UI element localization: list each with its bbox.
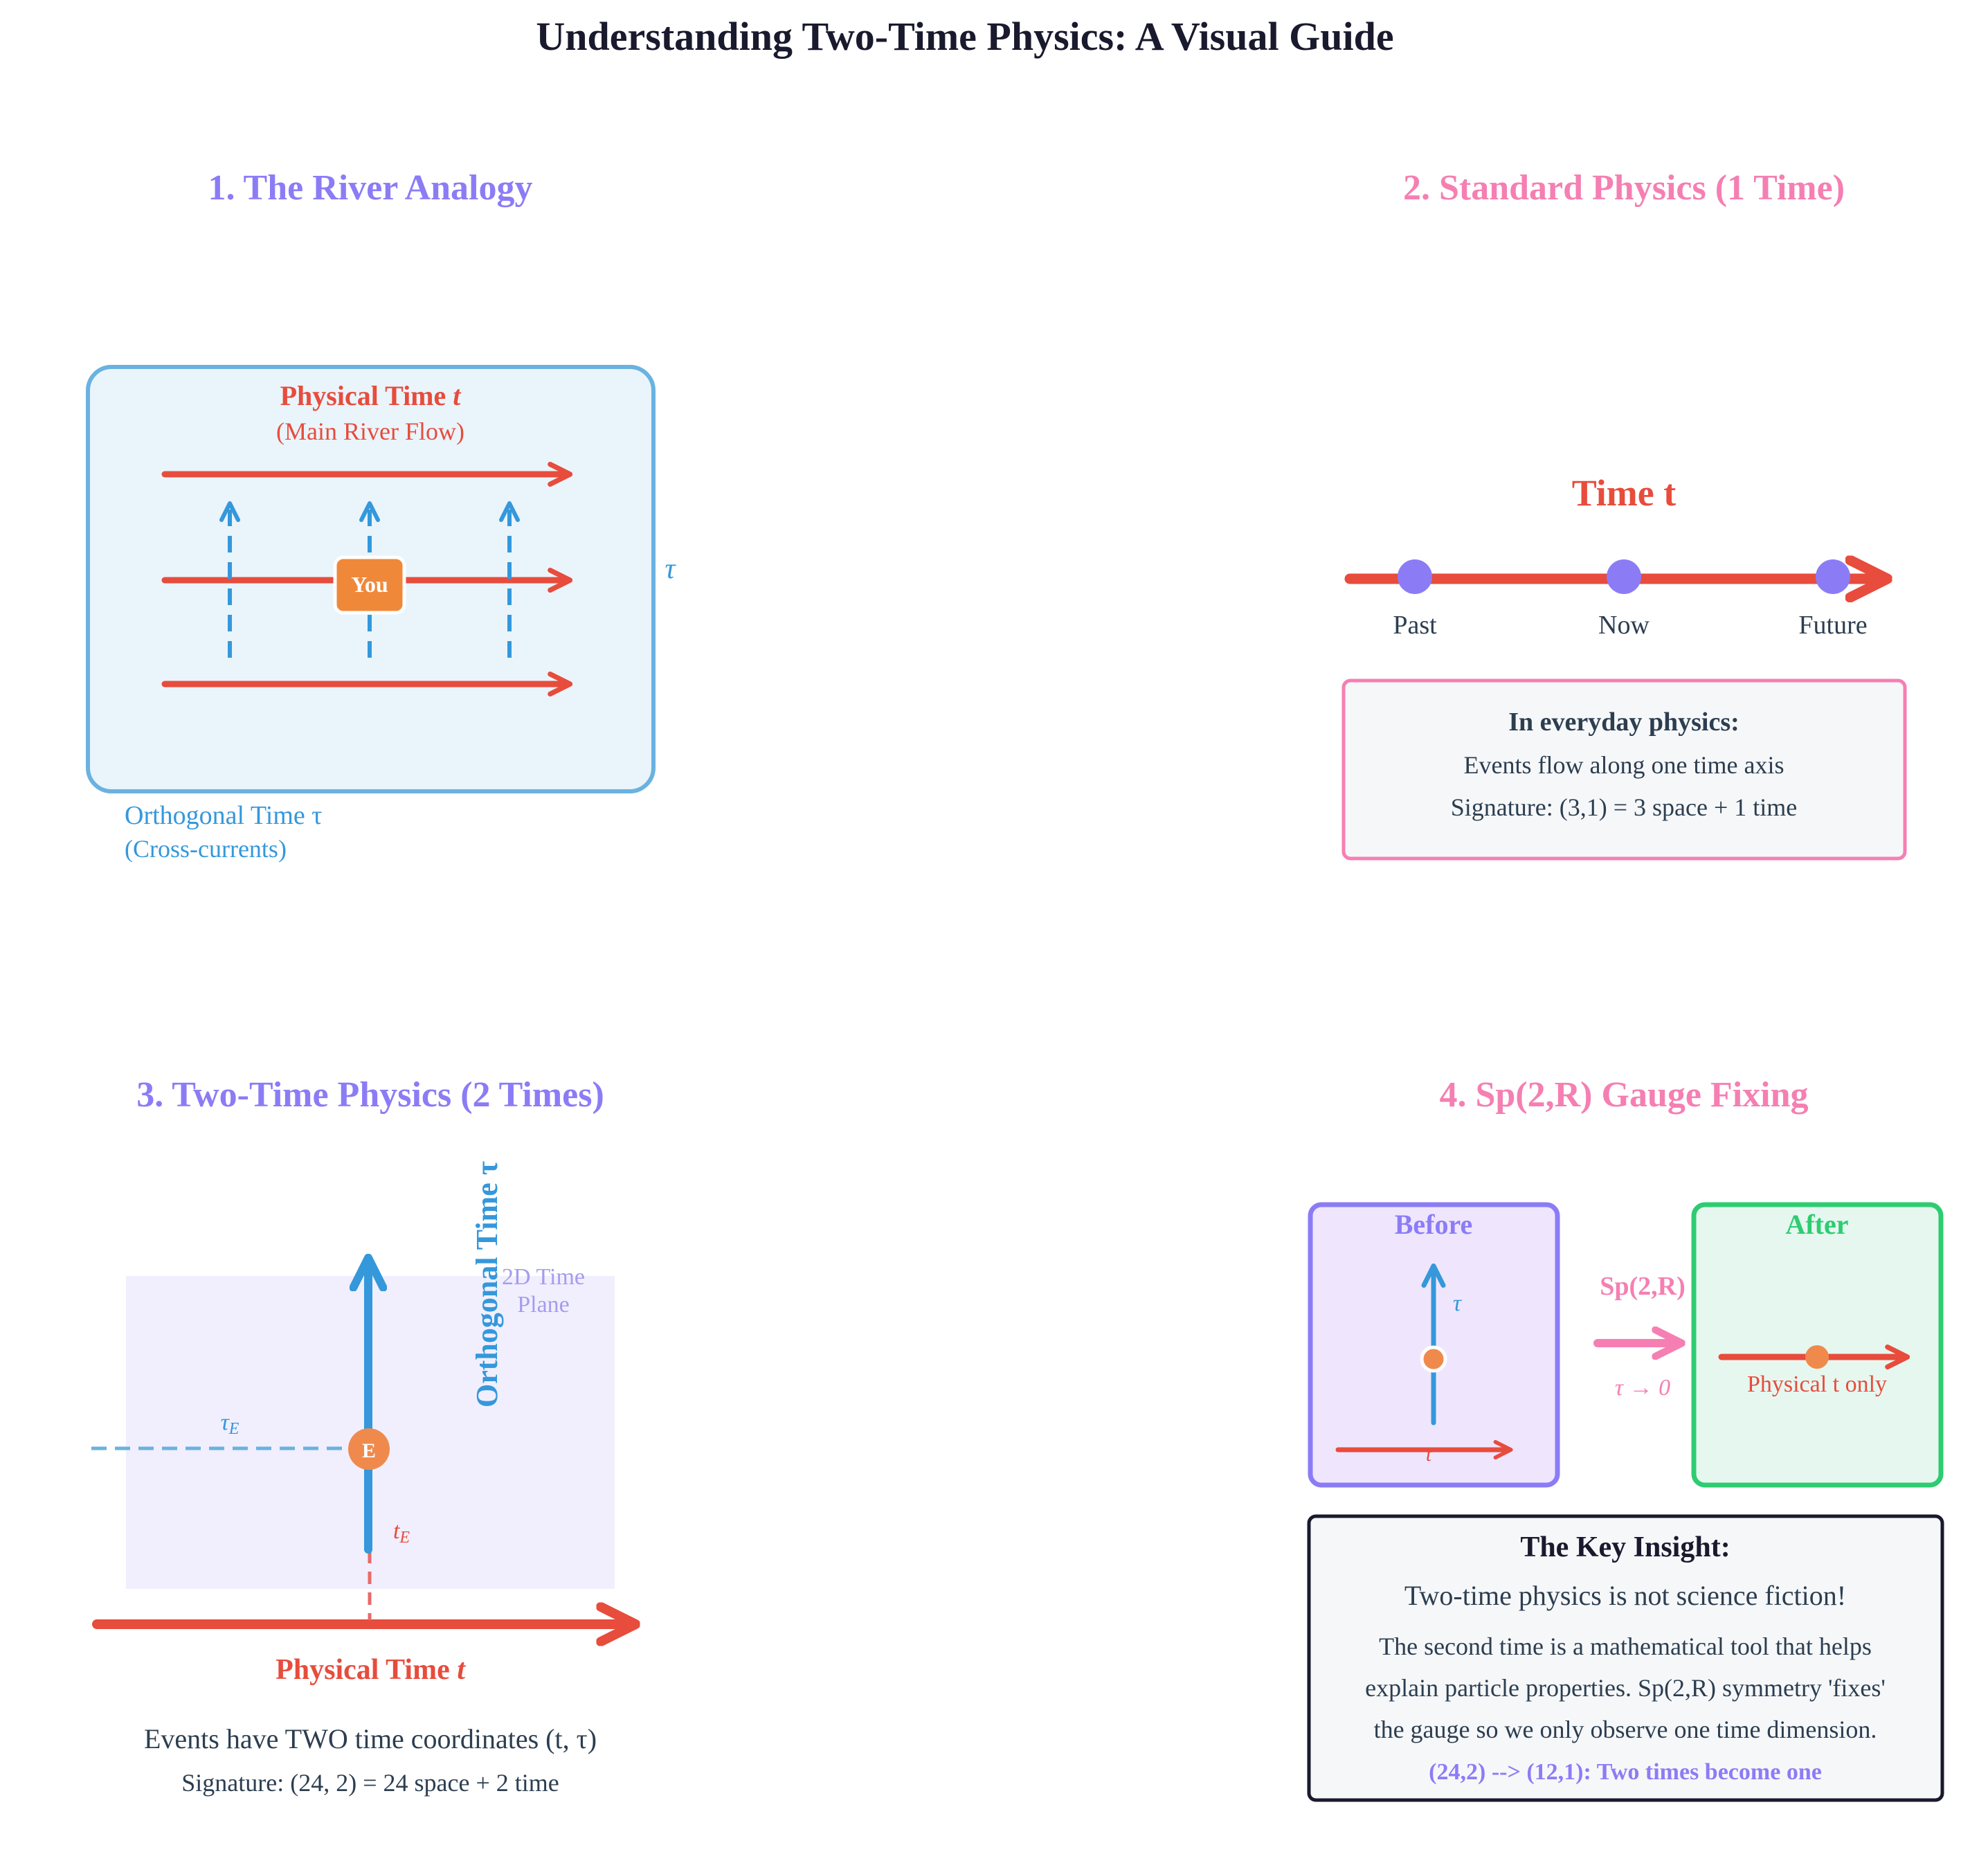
now-point [1607, 559, 1641, 594]
before-t-label: t [1426, 1443, 1432, 1466]
panel3-heading: 3. Two-Time Physics (2 Times) [136, 1075, 604, 1115]
two-time-signature: Signature: (24, 2) = 24 space + 2 time [181, 1769, 559, 1797]
time-plane-label-line1: 2D Time [502, 1264, 585, 1290]
key-insight-line3: explain particle properties. Sp(2,R) sym… [1365, 1674, 1886, 1702]
event-marker [348, 1428, 390, 1470]
past-label: Past [1393, 611, 1437, 640]
everyday-physics-line1: Events flow along one time axis [1464, 751, 1784, 779]
cross-currents-label: (Cross-currents) [125, 835, 287, 863]
time-axis-label: Time t [1572, 472, 1676, 514]
panel-standard-physics: 2. Standard Physics (1 Time) Time t Past… [1341, 168, 1907, 861]
tau-side-label: τ [665, 553, 676, 585]
orthogonal-time-label: Orthogonal Time τ [125, 801, 323, 830]
transform-label: Sp(2,R) [1600, 1272, 1686, 1301]
transform-limit: τ → 0 [1615, 1375, 1670, 1401]
main-title: Understanding Two-Time Physics: A Visual… [536, 14, 1393, 59]
after-caption: Physical t only [1747, 1372, 1887, 1397]
key-insight-line4: the gauge so we only observe one time di… [1374, 1716, 1877, 1743]
time-plane-label-line2: Plane [517, 1292, 570, 1318]
after-box [1691, 1202, 1944, 1488]
everyday-physics-box [1341, 678, 1907, 861]
now-label: Now [1598, 611, 1650, 640]
future-label: Future [1798, 611, 1867, 640]
orthogonal-time-axis-label: Orthogonal Time τ [470, 1161, 504, 1408]
panel-river-analogy: 1. The River Analogy Physical Time t (Ma… [86, 168, 676, 863]
key-insight-line2: The second time is a mathematical tool t… [1379, 1633, 1872, 1660]
key-insight-title: The Key Insight: [1520, 1531, 1730, 1563]
past-point [1398, 559, 1432, 594]
before-event-point [1420, 1345, 1447, 1373]
after-label: After [1785, 1209, 1848, 1240]
panel-gauge-fixing: 4. Sp(2,R) Gauge Fixing Before t τ Sp(2,… [1307, 1075, 1944, 1802]
panel2-heading: 2. Standard Physics (1 Time) [1403, 168, 1845, 208]
everyday-physics-line2: Signature: (3,1) = 3 space + 1 time [1451, 793, 1797, 821]
panel1-heading: 1. The River Analogy [208, 168, 532, 208]
everyday-physics-title: In everyday physics: [1508, 708, 1740, 737]
you-label: You [351, 572, 388, 597]
key-insight-summary: (24,2) --> (12,1): Two times become one [1429, 1759, 1822, 1785]
t-e-label: tE [393, 1518, 410, 1547]
key-insight-box [1307, 1514, 1944, 1802]
before-tau-label: τ [1453, 1291, 1463, 1316]
main-river-flow-label: (Main River Flow) [276, 417, 464, 445]
physical-time-axis-label: Physical Time t [275, 1654, 466, 1686]
key-insight-line1: Two-time physics is not science fiction! [1404, 1580, 1846, 1611]
two-time-caption: Events have TWO time coordinates (t, τ) [144, 1723, 597, 1754]
physical-time-title: Physical Time t [280, 380, 462, 411]
event-label: E [362, 1439, 376, 1462]
tau-e-label: τE [221, 1410, 240, 1438]
you-marker [333, 555, 406, 615]
future-point [1816, 559, 1850, 594]
after-event-point [1805, 1345, 1829, 1369]
panel-two-time-physics: 3. Two-Time Physics (2 Times) 2D Time Pl… [91, 1075, 631, 1797]
before-label: Before [1395, 1209, 1473, 1240]
panel4-heading: 4. Sp(2,R) Gauge Fixing [1439, 1075, 1808, 1115]
